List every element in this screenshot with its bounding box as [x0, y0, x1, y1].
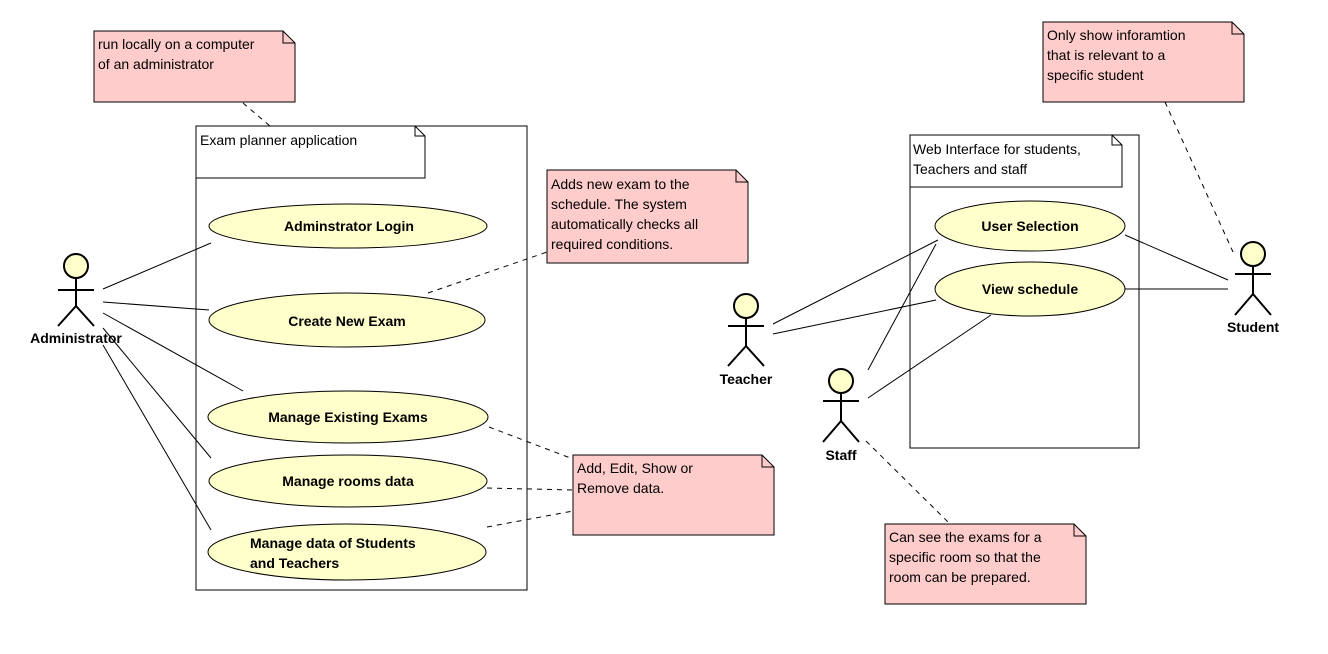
use-case-manage-people: Manage data of Students and Teachers	[207, 523, 487, 581]
system-title-web-interface: Web Interface for students, Teachers and…	[913, 141, 1085, 177]
association-admin-manage-exams	[102, 312, 244, 392]
actor-label: Administrator	[30, 330, 122, 346]
system-title-exam-planner: Exam planner application	[200, 132, 357, 148]
system-boundary-exam-planner: Exam planner application	[195, 125, 528, 591]
anchor-can-see	[865, 440, 951, 525]
association-admin-manage-rooms	[102, 327, 212, 459]
actor-label: Staff	[825, 447, 856, 463]
anchor-only-show	[1164, 101, 1234, 253]
anchor-adds-exam	[427, 251, 548, 294]
use-case-manage-exams: Manage Existing Exams	[207, 390, 489, 444]
use-case-label: View schedule	[982, 281, 1078, 297]
anchor-add-edit-rooms	[486, 487, 574, 491]
use-case-view-schedule: View schedule	[934, 261, 1126, 317]
actor-teacher: Teacher	[720, 293, 773, 387]
note-text: Can see the exams for a specific room so…	[889, 529, 1045, 585]
anchor-add-edit-people	[486, 510, 574, 528]
association-admin-manage-people	[102, 344, 212, 531]
use-case-label: Manage Existing Exams	[268, 409, 428, 425]
note-anchors	[242, 101, 1234, 528]
note-can-see: Can see the exams for a specific room so…	[884, 523, 1087, 605]
associations	[102, 234, 1229, 531]
use-case-manage-rooms: Manage rooms data	[208, 454, 488, 508]
use-case-label: Create New Exam	[288, 313, 406, 329]
note-run-locally: run locally on a computer of an administ…	[93, 30, 296, 103]
note-text: Only show inforamtion that is relevant t…	[1047, 27, 1189, 83]
actor-label: Teacher	[720, 371, 773, 387]
use-case-admin-login: Adminstrator Login	[208, 203, 488, 249]
note-only-show: Only show inforamtion that is relevant t…	[1042, 21, 1245, 103]
note-text: Adds new exam to the schedule. The syste…	[551, 176, 702, 252]
use-case-user-selection: User Selection	[934, 200, 1126, 252]
association-student-user-selection	[1124, 234, 1229, 281]
association-staff-user-selection	[867, 243, 937, 371]
note-add-edit: Add, Edit, Show or Remove data.	[572, 454, 775, 536]
note-text: Add, Edit, Show or Remove data.	[577, 460, 697, 496]
association-teacher-user-selection	[772, 239, 939, 325]
note-adds-exam: Adds new exam to the schedule. The syste…	[546, 169, 749, 264]
use-case-label: Manage data of Students and Teachers	[250, 535, 420, 571]
association-teacher-view-schedule	[772, 299, 937, 335]
actor-administrator: Administrator	[30, 253, 122, 346]
actor-student: Student	[1227, 241, 1279, 335]
association-staff-view-schedule	[867, 314, 992, 399]
use-case-label: Adminstrator Login	[284, 218, 414, 234]
actor-staff: Staff	[822, 368, 860, 463]
association-admin-create-exam	[102, 301, 210, 311]
anchor-add-edit-exams	[488, 426, 574, 460]
association-admin-login	[102, 242, 212, 290]
note-text: run locally on a computer of an administ…	[98, 36, 258, 72]
actor-label: Student	[1227, 319, 1279, 335]
use-case-label: User Selection	[981, 218, 1078, 234]
use-case-label: Manage rooms data	[282, 473, 414, 489]
anchor-run-locally	[242, 102, 271, 127]
use-case-create-exam: Create New Exam	[208, 292, 486, 348]
